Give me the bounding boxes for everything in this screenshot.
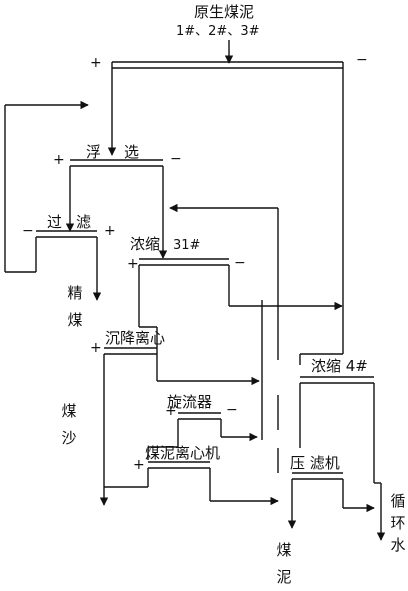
slime-centrifuge-label: 煤泥离心机 bbox=[145, 444, 221, 462]
thickener31-plus-sign: + bbox=[127, 256, 139, 272]
filter-label-2: 滤 bbox=[76, 213, 92, 231]
sed-centrifuge-label: 沉降离心 bbox=[105, 329, 166, 347]
flotation-plus-sign: + bbox=[53, 152, 65, 168]
flotation-label-2: 选 bbox=[124, 143, 140, 161]
thickener31-number: 31# bbox=[173, 238, 201, 253]
thickener31-minus-sign: − bbox=[234, 255, 246, 271]
thickener4-label: 浓缩 4# bbox=[311, 357, 368, 375]
slime-centrifuge-plus-sign: + bbox=[133, 457, 145, 473]
hydrocyclone-label: 旋流器 bbox=[167, 393, 213, 411]
hydrocyclone-minus-sign: − bbox=[226, 402, 238, 418]
circulating-water-product: 循环水 bbox=[390, 492, 406, 554]
feed-plus-sign: + bbox=[90, 55, 102, 71]
coal-sand-product: 煤沙 bbox=[61, 402, 77, 447]
filter-minus-sign: − bbox=[22, 223, 34, 239]
filter-plus-sign: + bbox=[104, 223, 116, 239]
coal-slime-product: 煤泥 bbox=[276, 541, 292, 586]
filter-press-label: 压 滤机 bbox=[290, 454, 340, 472]
filter-label-1: 过 bbox=[47, 213, 63, 231]
thickener31-label: 浓缩 bbox=[130, 235, 161, 253]
sed-centrifuge-plus-sign: + bbox=[90, 340, 102, 356]
feed-minus-sign: − bbox=[356, 52, 368, 68]
flotation-minus-sign: − bbox=[170, 151, 182, 167]
hydrocyclone-plus-sign: + bbox=[165, 403, 177, 419]
flotation-label-1: 浮 bbox=[86, 143, 102, 161]
raw-slime-title: 原生煤泥 bbox=[194, 3, 255, 21]
clean-coal-product: 精煤 bbox=[67, 284, 83, 329]
feed-source-label: 1#、2#、3# bbox=[176, 24, 260, 39]
